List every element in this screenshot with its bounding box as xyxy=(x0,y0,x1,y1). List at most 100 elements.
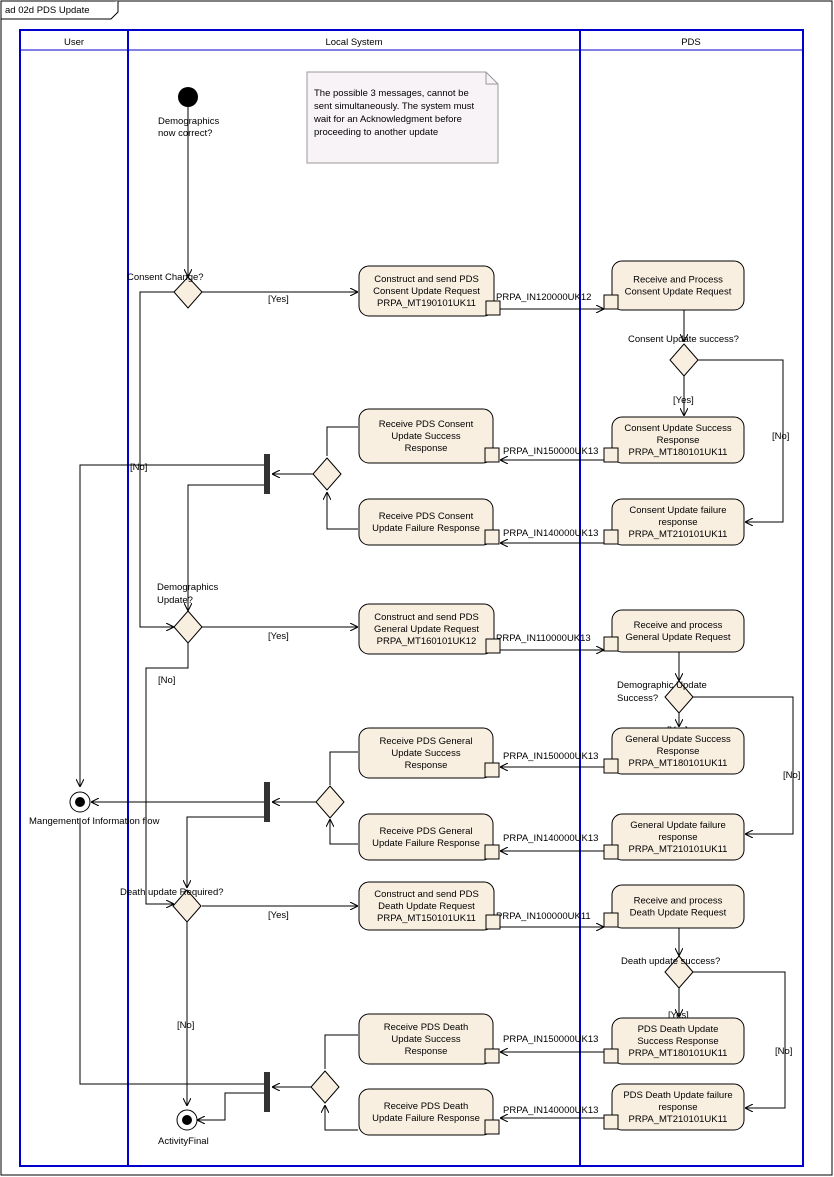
action-text: Receive PDS Consent xyxy=(379,419,474,430)
initial-node xyxy=(178,87,198,107)
action-text: PRPA_MT180101UK11 xyxy=(629,758,728,769)
swimlanes xyxy=(19,29,804,1167)
message-label: PRPA_IN140000UK13 xyxy=(503,1105,598,1116)
action-text: Update Failure Response xyxy=(372,838,480,849)
action-box xyxy=(358,1088,494,1136)
fork-bar xyxy=(264,782,270,822)
action-text: Consent Update failure xyxy=(629,505,726,516)
action-text: Receive and Process xyxy=(633,275,723,286)
decision-label: Consent Change? xyxy=(127,272,204,283)
message-label: PRPA_IN150000UK13 xyxy=(503,446,598,457)
death-decision xyxy=(172,889,202,923)
action-box xyxy=(611,609,745,653)
note-line: The possible 3 messages, cannot be xyxy=(314,88,469,99)
action-text: Receive PDS General xyxy=(380,736,473,747)
action-box xyxy=(611,260,745,311)
action-text: PRPA_MT180101UK11 xyxy=(629,1048,728,1059)
decision-label: Demographics xyxy=(157,582,218,593)
action-box xyxy=(358,881,495,931)
action-box xyxy=(611,1083,745,1131)
pin xyxy=(484,1119,500,1135)
action-text: PDS Death Update xyxy=(638,1024,719,1035)
action-text: Response xyxy=(405,760,448,771)
action-text: Consent Update Success xyxy=(624,423,731,434)
action-general-failure-response: General Update failureresponsePRPA_MT210… xyxy=(603,813,745,861)
action-box xyxy=(611,498,745,546)
pin xyxy=(603,1048,619,1064)
pin xyxy=(484,447,500,463)
pin xyxy=(484,1048,500,1064)
control-flows xyxy=(80,107,794,1131)
action-text: Receive PDS General xyxy=(380,826,473,837)
action-text: PRPA_MT210101UK11 xyxy=(629,1114,728,1125)
swimlane-pds-title: PDS xyxy=(681,37,701,48)
message-label: PRPA_IN120000UK12 xyxy=(496,292,591,303)
action-death-failure-response: PDS Death Update failureresponsePRPA_MT2… xyxy=(603,1083,745,1131)
general-success-decision xyxy=(664,680,694,714)
action-text: Update Failure Response xyxy=(372,1113,480,1124)
pin xyxy=(603,844,619,860)
swimlane-user-title: User xyxy=(64,37,84,48)
action-text: Response xyxy=(405,443,448,454)
start-label: Demographics xyxy=(158,116,219,127)
note: The possible 3 messages, cannot be sent … xyxy=(306,71,499,164)
activity-final-node xyxy=(176,1109,198,1131)
guard-no-label: [No] xyxy=(783,770,800,781)
action-box xyxy=(358,603,495,655)
action-box xyxy=(358,408,494,464)
action-text: General Update Request xyxy=(374,624,479,635)
action-text: Success Response xyxy=(637,1036,718,1047)
guard-yes-label: [Yes] xyxy=(668,1010,689,1021)
action-text: General Update Success xyxy=(625,734,731,745)
action-box xyxy=(611,884,745,929)
action-text: Response xyxy=(657,435,700,446)
consent-change-decision xyxy=(173,276,203,309)
fork-bar xyxy=(264,1072,270,1112)
action-text: Update Success xyxy=(391,1034,460,1045)
action-text: Update Failure Response xyxy=(372,523,480,534)
action-text: Update Success xyxy=(391,748,460,759)
consent-merge-node xyxy=(312,457,342,491)
action-text: response xyxy=(658,1102,697,1113)
action-text: PRPA_MT210101UK11 xyxy=(629,844,728,855)
action-box xyxy=(358,727,494,779)
pin xyxy=(603,636,619,652)
death-merge-node xyxy=(310,1070,340,1104)
decision-label: Update? xyxy=(157,595,193,606)
pin xyxy=(485,638,501,654)
decision-label: Success? xyxy=(617,693,658,704)
guard-no-label: [No] xyxy=(177,1020,194,1031)
action-text: Receive PDS Death xyxy=(384,1022,468,1033)
action-text: Response xyxy=(657,746,700,757)
message-label: PRPA_IN110000UK13 xyxy=(496,633,591,644)
pin xyxy=(603,912,619,928)
note-line: wait for an Acknowledgment before xyxy=(313,114,462,125)
guard-no-label: [No] xyxy=(775,1046,792,1057)
death-success-decision xyxy=(664,955,694,989)
swimlane-local-title: Local System xyxy=(325,37,382,48)
action-text: Construct and send PDS xyxy=(374,274,479,285)
message-flows xyxy=(500,309,604,1118)
action-box xyxy=(358,498,494,546)
action-box xyxy=(611,813,745,861)
action-box xyxy=(611,727,745,775)
action-text: Receive and process xyxy=(634,896,723,907)
action-text: Construct and send PDS xyxy=(374,612,479,623)
fork-bar xyxy=(264,454,270,494)
frame-title-tab xyxy=(1,1,119,20)
action-text: Receive PDS Consent xyxy=(379,511,474,522)
action-box xyxy=(611,416,745,464)
consent-success-decision xyxy=(669,343,699,377)
action-text: PRPA_MT180101UK11 xyxy=(629,447,728,458)
frame-title: ad 02d PDS Update xyxy=(5,5,90,16)
fork-bars xyxy=(264,454,270,1112)
